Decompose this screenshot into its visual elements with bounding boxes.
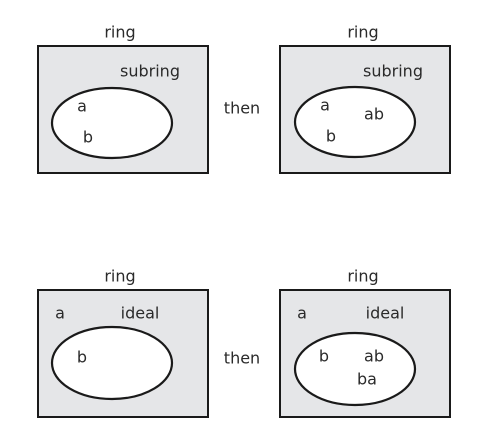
ideal-oval (293, 331, 417, 407)
panel-ideal-before: ring a ideal b (37, 267, 209, 418)
panel-subring-before: ring subring a b (37, 23, 209, 174)
ideal-label: ideal (121, 304, 160, 323)
ring-label: ring (104, 23, 135, 42)
element-b: b (326, 127, 336, 146)
element-a: a (55, 304, 65, 323)
element-ba: ba (357, 370, 377, 389)
panel-subring-after: ring subring a ab b (279, 23, 451, 174)
panel-ideal-after: ring a ideal b ab ba (279, 267, 451, 418)
element-b: b (319, 347, 329, 366)
then-connector: then (224, 99, 260, 118)
subring-oval (293, 85, 417, 159)
ring-label: ring (104, 267, 135, 286)
ring-label: ring (347, 23, 378, 42)
element-a: a (77, 97, 87, 116)
element-b: b (77, 348, 87, 367)
subring-oval (50, 86, 174, 160)
element-b: b (83, 128, 93, 147)
ideal-oval (50, 325, 174, 401)
element-ab: ab (364, 347, 384, 366)
row-ideal: ring a ideal b then ring a ideal b ab ba (37, 267, 451, 418)
element-a: a (297, 304, 307, 323)
ideal-label: ideal (366, 304, 405, 323)
row-subring: ring subring a b then ring subring a ab … (37, 23, 451, 174)
ring-label: ring (347, 267, 378, 286)
subring-label: subring (120, 62, 180, 81)
element-a: a (320, 96, 330, 115)
subring-label: subring (363, 62, 423, 81)
then-connector: then (224, 349, 260, 368)
element-ab: ab (364, 105, 384, 124)
